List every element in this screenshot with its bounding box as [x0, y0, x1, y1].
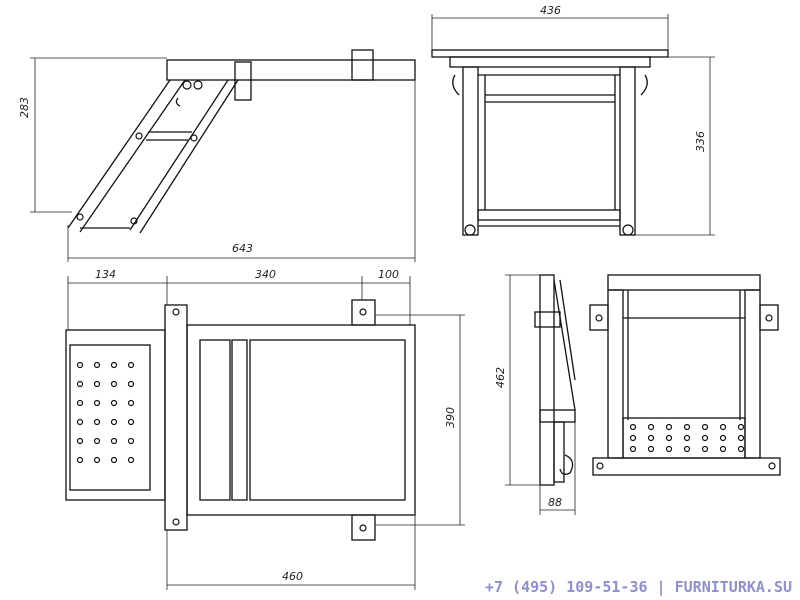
perforation-hole [76, 399, 84, 407]
perforation-hole [683, 445, 691, 453]
perforation-hole [110, 380, 118, 388]
perforation-hole [683, 434, 691, 442]
dim-100: 100 [378, 268, 399, 281]
perforation-hole [93, 418, 101, 426]
perforation-hole [647, 434, 655, 442]
perforation-hole [683, 423, 691, 431]
perforation-hole [127, 418, 135, 426]
perforation-hole [737, 445, 745, 453]
perforation-hole [629, 423, 637, 431]
dim-436: 436 [540, 4, 561, 17]
perforation-hole [110, 456, 118, 464]
folded-side-view: 462 88 [494, 274, 576, 515]
perforation-hole [737, 434, 745, 442]
dim-336: 336 [694, 131, 707, 152]
perforation-hole [665, 434, 673, 442]
perforation-hole [701, 434, 709, 442]
perforation-hole [647, 445, 655, 453]
dim-390: 390 [444, 407, 457, 428]
perforation-hole [93, 361, 101, 369]
perforation-hole [127, 437, 135, 445]
perforation-hole [93, 437, 101, 445]
front-view: 436 336 [431, 4, 715, 236]
perforation-hole [110, 361, 118, 369]
perforation-hole [127, 399, 135, 407]
perforation-hole [701, 423, 709, 431]
perforation-hole [110, 399, 118, 407]
perforation-hole [647, 423, 655, 431]
perforation-hole [665, 445, 673, 453]
perforation-hole [110, 418, 118, 426]
perforation-hole [629, 445, 637, 453]
perforation-hole [127, 361, 135, 369]
perforation-hole [93, 399, 101, 407]
perforation-hole [127, 456, 135, 464]
dim-460: 460 [282, 570, 303, 583]
perforation-hole [665, 423, 673, 431]
perforation-hole [76, 437, 84, 445]
dim-134: 134 [95, 268, 116, 281]
dim-340: 340 [255, 268, 276, 281]
perforation-hole [737, 423, 745, 431]
dim-643: 643 [232, 242, 253, 255]
perforation-hole [719, 445, 727, 453]
perforation-hole [719, 423, 727, 431]
dim-283: 283 [18, 97, 31, 118]
footer-contact: +7 (495) 109-51-36 | FURNITURKA.SU [484, 578, 792, 596]
perforation-hole [110, 437, 118, 445]
side-view-unfolded: 283 643 [18, 49, 416, 262]
dim-462: 462 [494, 367, 507, 388]
perforation-hole [76, 380, 84, 388]
folded-front-view [589, 274, 781, 476]
perforation-hole [93, 380, 101, 388]
dim-88: 88 [548, 496, 562, 509]
perforation-hole [719, 434, 727, 442]
perforation-hole [76, 456, 84, 464]
perforation-hole [76, 361, 84, 369]
perforation-hole [629, 434, 637, 442]
perforation-hole [127, 380, 135, 388]
perforation-hole [93, 456, 101, 464]
perforation-hole [76, 418, 84, 426]
perforation-hole [701, 445, 709, 453]
plan-view: 134 340 100 390 460 [65, 268, 465, 590]
